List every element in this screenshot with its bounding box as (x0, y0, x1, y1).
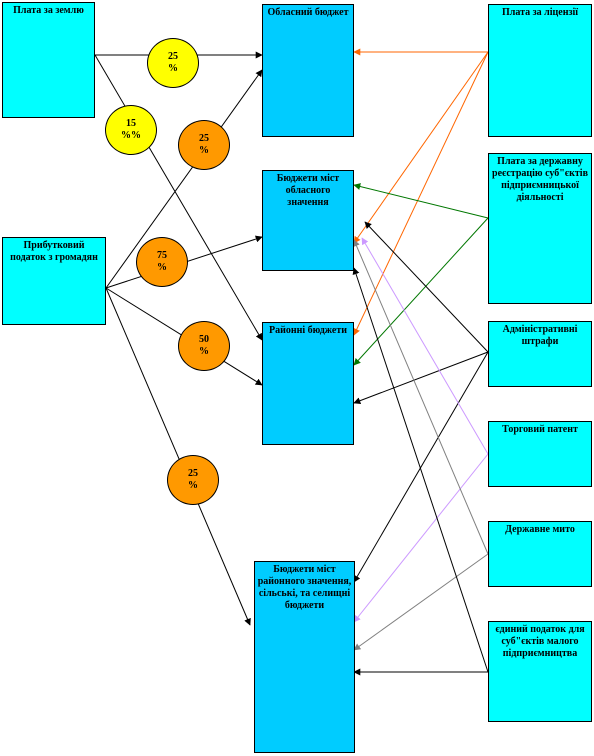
source-single-tax: єдиний податок для суб"єктів малого підп… (488, 621, 592, 722)
source-license-fee: Плата за ліцензії (488, 4, 592, 137)
arrow-duty-to-city-district (353, 553, 489, 651)
source-trade-patent: Торговий патент (488, 421, 592, 487)
arrow-fines-to-district (353, 351, 489, 405)
arrow-land-to-district (94, 54, 263, 341)
share-badge-income-city-regional: 75 % (136, 237, 188, 287)
arrow-registration-to-city-regional (353, 183, 489, 219)
arrow-license-to-district (353, 51, 489, 336)
share-badge-land-district: 15 %% (105, 105, 157, 155)
target-district-budgets: Районні бюджети (262, 322, 354, 445)
arrow-registration-to-district (353, 217, 489, 366)
arrow-license-to-city-regional (353, 51, 489, 244)
arrow-income-to-regional (105, 69, 263, 289)
arrow-fines-to-city-regional (364, 221, 489, 353)
source-registration-fee: Плата за державну реєстрацію суб"єктів п… (488, 153, 592, 304)
target-city-budgets-regional: Бюджети міст обласного значення (262, 170, 354, 271)
share-badge-income-district: 50 % (178, 321, 230, 371)
arrow-patent-to-city-district (353, 453, 489, 623)
source-state-duty: Державне мито (488, 521, 592, 587)
share-badge-income-regional: 25 % (178, 120, 230, 170)
share-badge-income-city-district: 25 % (167, 455, 219, 505)
arrow-income-to-city-district (105, 287, 251, 626)
arrow-duty-to-city-regional (353, 239, 489, 555)
arrow-patent-to-city-regional (361, 237, 489, 455)
target-regional-budget: Обласний бюджет (262, 4, 354, 137)
share-badge-land-regional: 25 % (147, 38, 199, 88)
source-income-tax: Прибутковий податок з громадян (2, 237, 106, 325)
arrow-single-tax-to-city-regional (352, 267, 489, 673)
target-city-budgets-district: Бюджети міст районного значення, сільськ… (254, 561, 355, 753)
source-admin-fines: Адміністративні штрафи (488, 321, 592, 387)
source-land-fee: Плата за землю (2, 2, 95, 118)
arrow-fines-to-city-district (353, 351, 489, 583)
